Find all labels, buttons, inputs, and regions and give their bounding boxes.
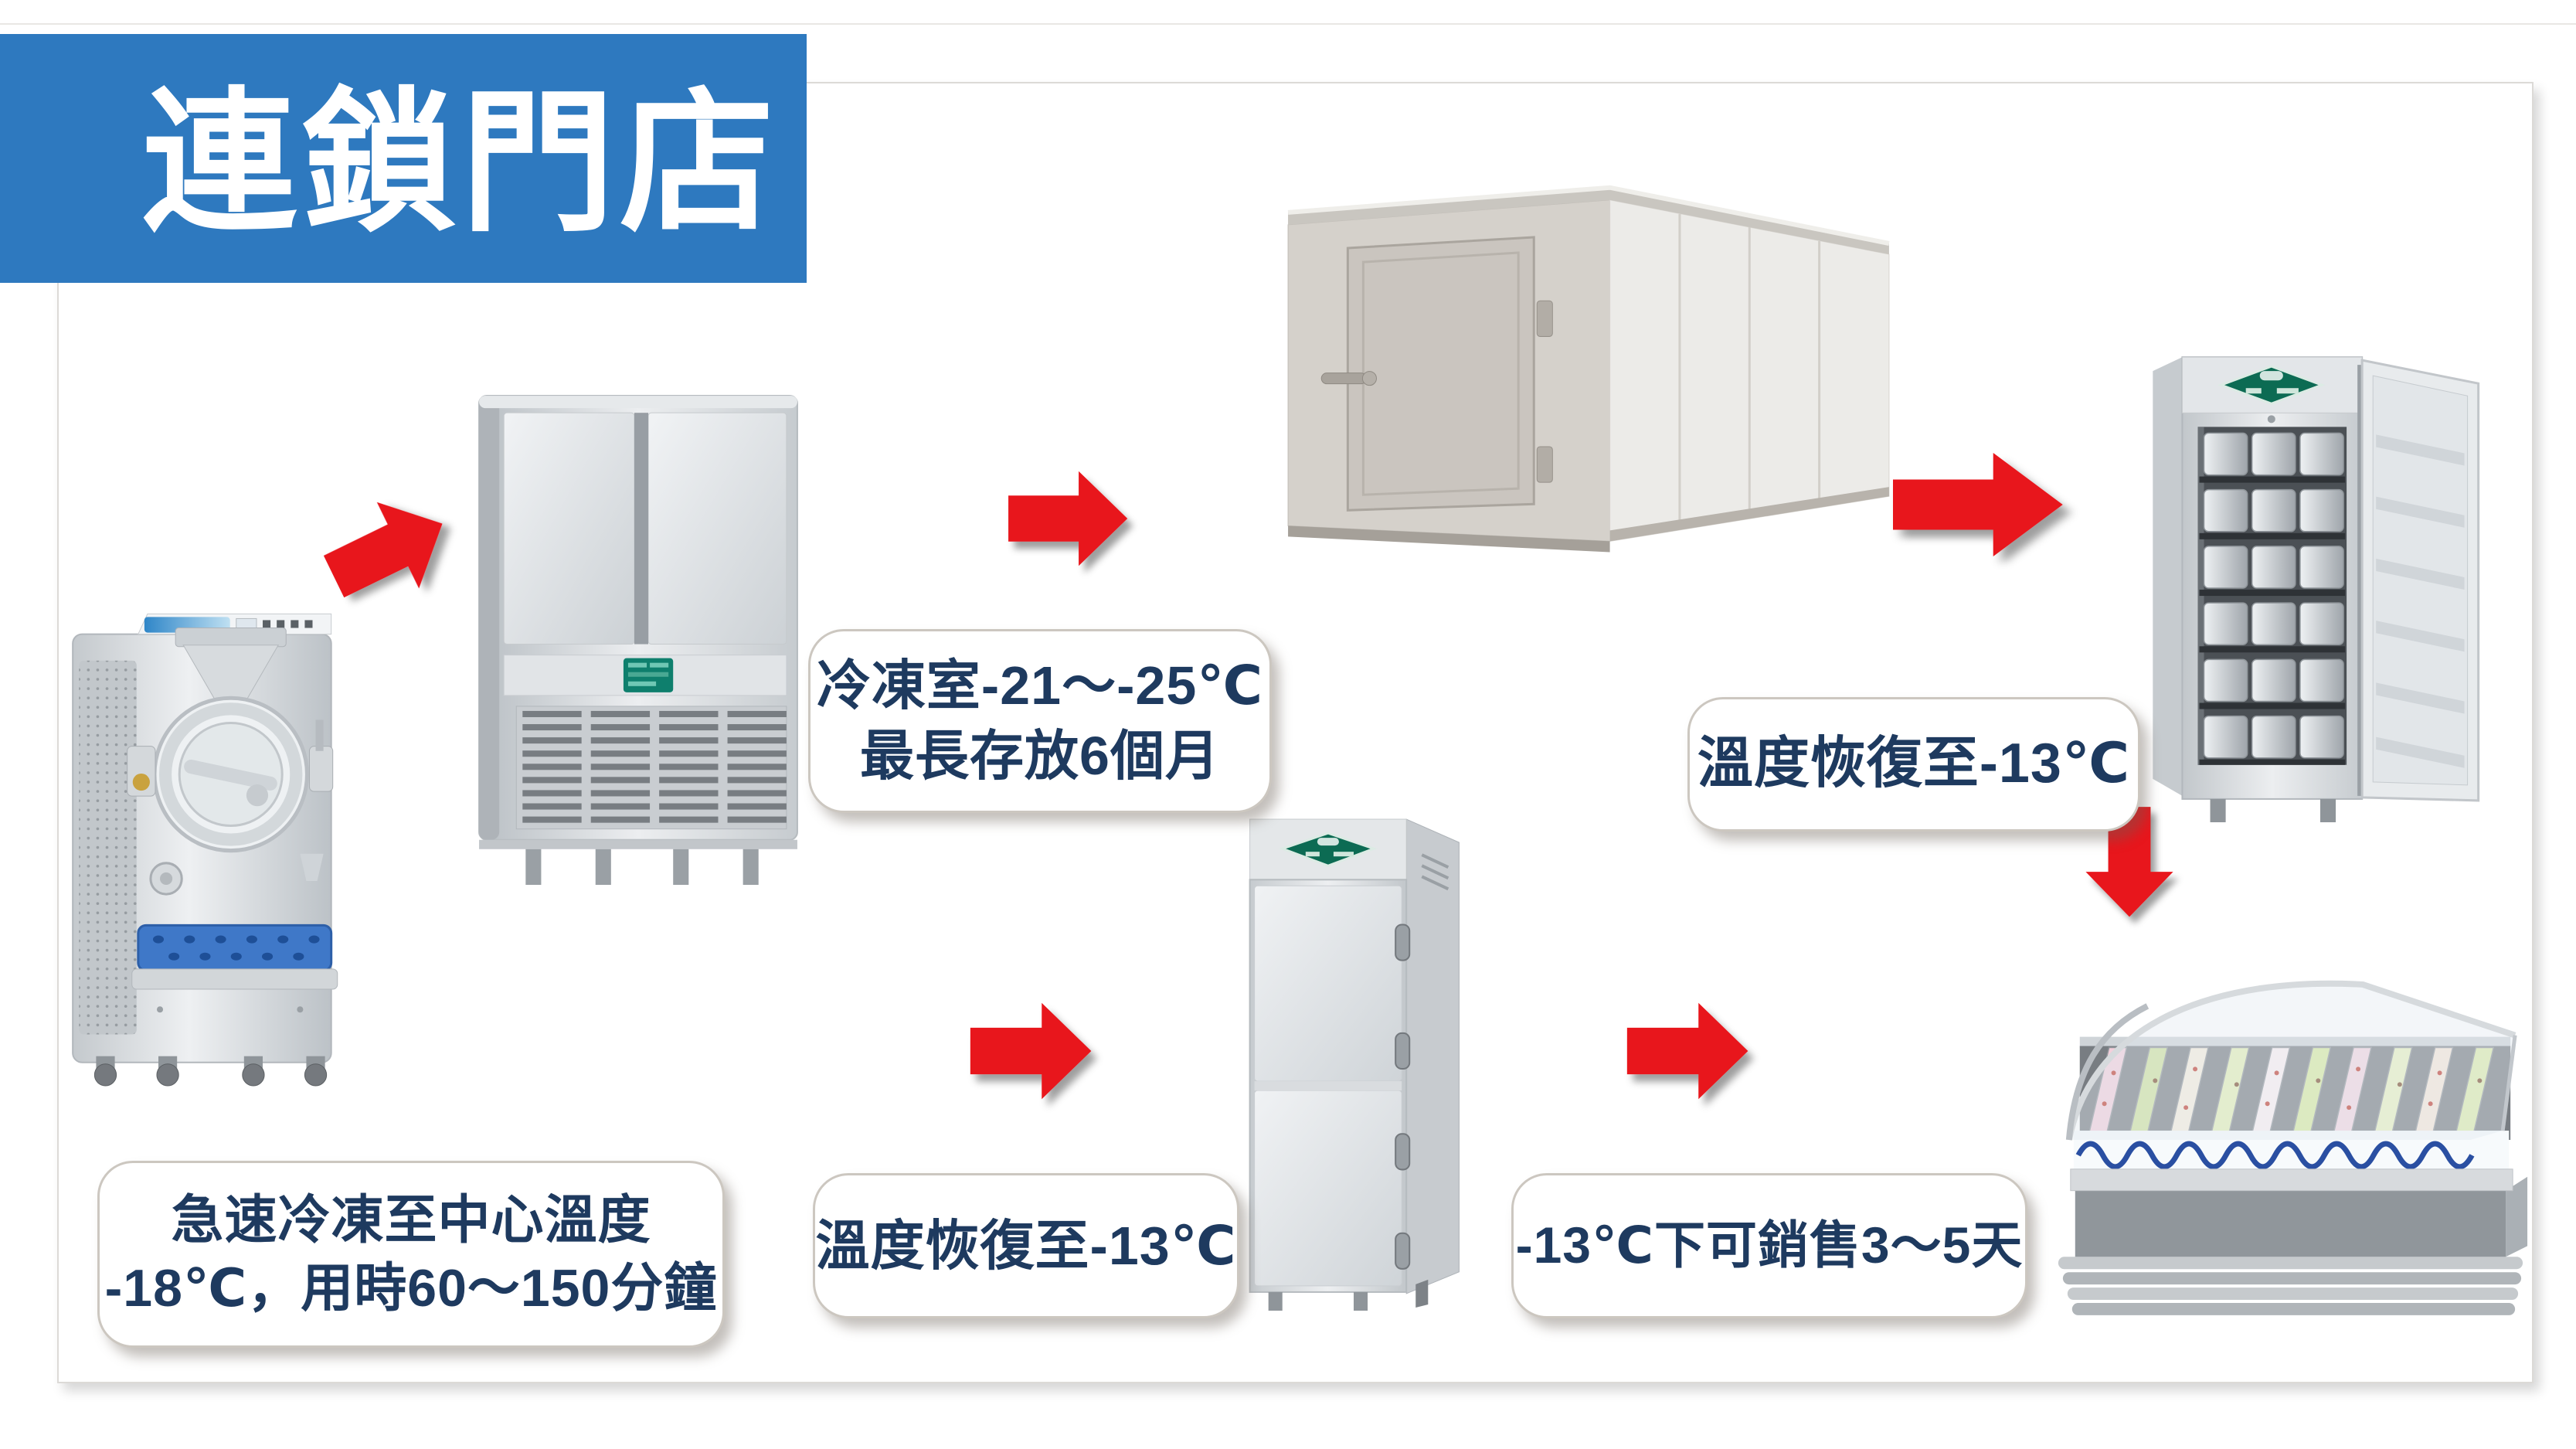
- walk-in-cold-room-image: [1276, 138, 1901, 561]
- upright-freezer-open-door-image: [2153, 334, 2490, 822]
- gelato-display-case-icon: [2058, 980, 2528, 1315]
- cold-room-storage-line1: 冷凍室-21～-25℃: [816, 655, 1264, 716]
- blast-freezer-image: [471, 385, 805, 886]
- double-door-upright-freezer-icon: [1249, 818, 1460, 1311]
- temp-restore-right-label: 溫度恢復至-13℃: [1687, 697, 2140, 832]
- quick-freeze-label: 急速冷凍至中心溫度 -18℃，用時60～150分鐘: [97, 1161, 725, 1348]
- arrow-3-right-icon: [1893, 450, 2067, 560]
- cold-room-storage-line2: 最長存放6個月: [860, 726, 1220, 786]
- quick-freeze-line1: 急速冷凍至中心溫度: [171, 1190, 651, 1250]
- temp-restore-mid-line1: 溫度恢復至-13℃: [815, 1215, 1237, 1276]
- arrow-4-down-icon: [2083, 805, 2176, 921]
- double-door-upright-freezer-image: [1237, 808, 1466, 1311]
- arrow-5-right-icon: [967, 1000, 1097, 1102]
- upright-freezer-open-door-icon: [2153, 356, 2480, 822]
- arrow-2-right-icon: [1006, 468, 1133, 569]
- temp-restore-right-line1: 溫度恢復至-13℃: [1697, 733, 2131, 795]
- blast-freezer-icon: [478, 395, 798, 885]
- walk-in-cold-room-icon: [1287, 185, 1890, 553]
- quick-freeze-line2: -18℃，用時60～150分鐘: [104, 1259, 718, 1318]
- batch-freezer-icon: [72, 613, 338, 1087]
- arrow-1-up-right-icon: [311, 474, 468, 624]
- sellable-days-line1: -13℃下可銷售3～5天: [1515, 1216, 2024, 1274]
- arrow-6-right-icon: [1624, 1000, 1754, 1102]
- top-hairline: [0, 23, 2576, 25]
- title-banner: 連鎖門店: [0, 34, 807, 283]
- batch-freezer-image: [66, 573, 352, 1087]
- cold-room-storage-label: 冷凍室-21～-25℃ 最長存放6個月: [808, 629, 1272, 813]
- gelato-display-case-image: [2040, 944, 2536, 1332]
- temp-restore-mid-label: 溫度恢復至-13℃: [813, 1173, 1239, 1318]
- page-title: 連鎖門店: [141, 77, 779, 250]
- sellable-days-label: -13℃下可銷售3～5天: [1511, 1173, 2027, 1318]
